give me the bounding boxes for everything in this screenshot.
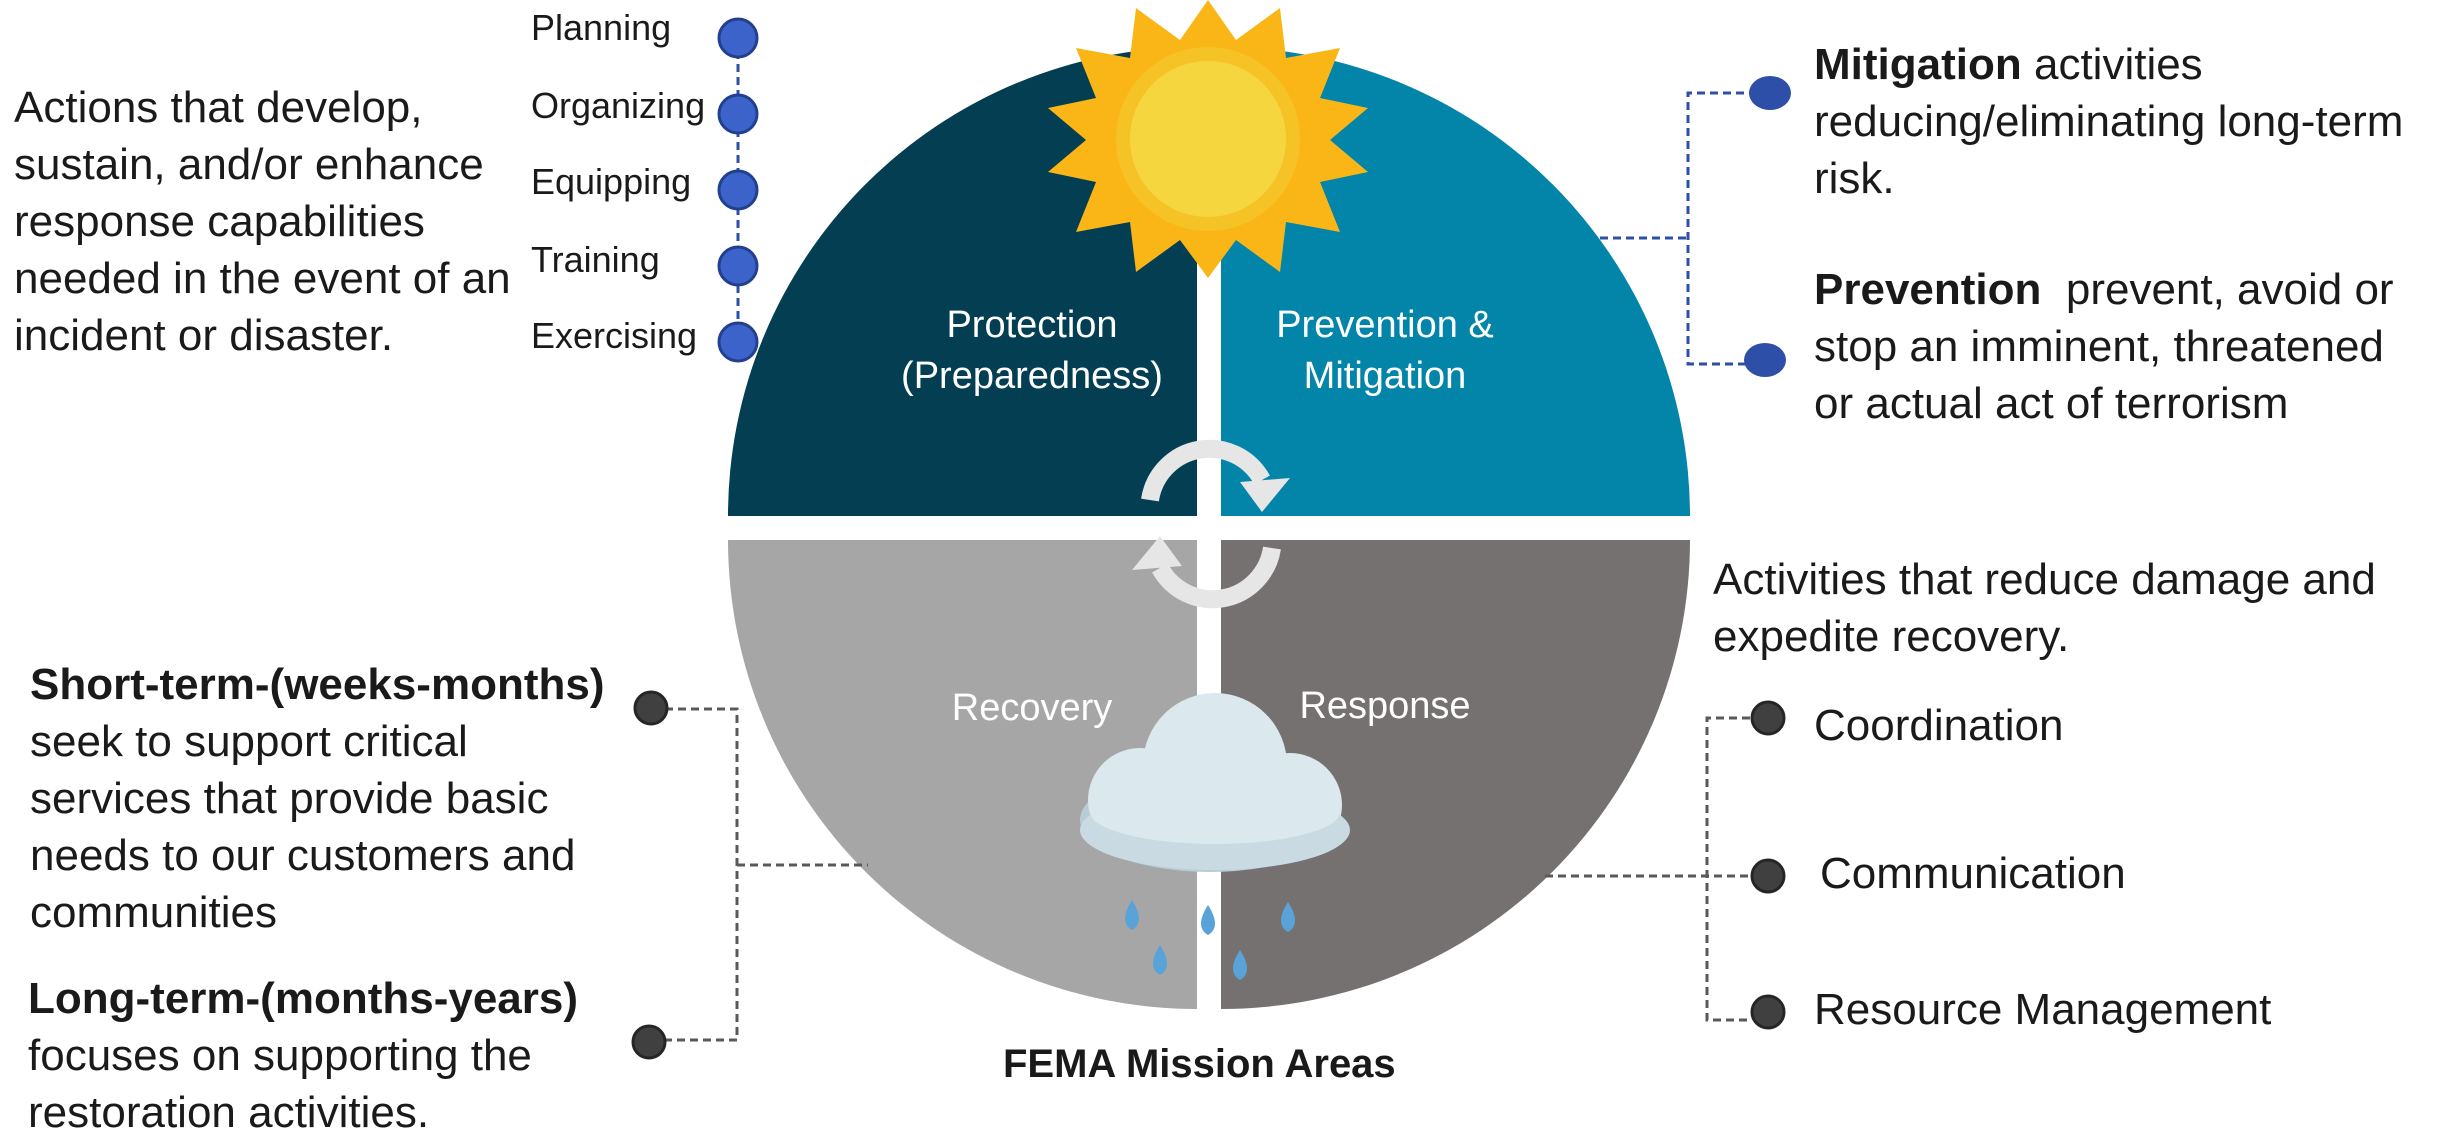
response-dot	[1750, 994, 1786, 1030]
protection-label-line2: (Preparedness)	[901, 355, 1163, 397]
sun-icon	[1048, 0, 1368, 278]
preparedness-line: needed in the event of an	[14, 254, 511, 303]
step-exercising: Exercising	[531, 315, 698, 356]
response-line: expedite recovery.	[1713, 612, 2070, 661]
prevention-label-line1: Prevention &	[1276, 304, 1494, 346]
recovery-quadrant	[728, 540, 1197, 1009]
preparedness-line: incident or disaster.	[14, 311, 394, 360]
recovery-dot	[631, 1024, 667, 1060]
response-item-resource-management: Resource Management	[1814, 985, 2272, 1034]
short-term-line: communities	[30, 888, 277, 937]
recovery-bracket	[665, 707, 868, 1042]
diagram-title: FEMA Mission Areas	[1003, 1042, 1396, 1086]
recovery-dot	[633, 690, 669, 726]
response-line: Activities that reduce damage and	[1713, 555, 2376, 604]
prevention-dot	[1744, 343, 1786, 377]
prevention-bracket	[1600, 91, 1757, 366]
long-term-line: focuses on supporting the	[28, 1031, 532, 1080]
short-term-line: services that provide basic	[30, 774, 549, 823]
short-term-heading: Short-term-(weeks-months)	[30, 660, 605, 709]
mitigation-line: risk.	[1814, 154, 1895, 203]
recovery-label: Recovery	[952, 687, 1113, 729]
short-term-line: needs to our customers and	[30, 831, 576, 880]
long-term-line: restoration activities.	[28, 1088, 430, 1137]
prevention-text: prevent, avoid or	[2065, 265, 2394, 314]
preparedness-line: response capabilities	[14, 197, 425, 246]
preparedness-line: Actions that develop,	[14, 83, 423, 132]
response-dot	[1750, 858, 1786, 894]
step-planning: Planning	[531, 7, 672, 48]
cycle-arrow-icon	[1141, 439, 1281, 609]
step-dot	[717, 321, 759, 363]
preparedness-description: Actions that develop, sustain, and/or en…	[14, 79, 511, 364]
response-bracket	[1545, 716, 1770, 1022]
long-term-recovery: Long-term-(months-years) focuses on supp…	[28, 970, 578, 1141]
prevention-line: stop an imminent, threatened	[1814, 322, 2384, 371]
response-quadrant	[1221, 540, 1690, 1009]
protection-label-line1: Protection	[946, 304, 1117, 346]
prevention-term: Prevention	[1814, 265, 2042, 314]
arrow-head-icon	[1132, 536, 1182, 570]
step-dot	[717, 17, 759, 59]
mitigation-text: activities	[2033, 40, 2203, 89]
response-item-communication: Communication	[1820, 849, 2126, 898]
long-term-heading: Long-term-(months-years)	[28, 974, 579, 1023]
arrow-head-icon	[1240, 478, 1290, 512]
response-item-coordination: Coordination	[1814, 701, 2064, 750]
step-equipping: Equipping	[531, 161, 692, 202]
step-organizing: Organizing	[531, 85, 706, 126]
rain-cloud-icon	[1080, 693, 1350, 980]
response-dot	[1750, 700, 1786, 736]
mitigation-dot	[1749, 76, 1791, 110]
prevention-description: Prevention prevent, avoid or stop an imm…	[1814, 261, 2394, 432]
mitigation-description: Mitigation activities reducing/eliminati…	[1814, 36, 2403, 207]
step-dot	[717, 93, 759, 135]
preparedness-line: sustain, and/or enhance	[14, 140, 484, 189]
mitigation-line: reducing/eliminating long-term	[1814, 97, 2404, 146]
step-dot	[717, 245, 759, 287]
short-term-recovery: Short-term-(weeks-months) seek to suppor…	[30, 656, 605, 941]
prevention-line: or actual act of terrorism	[1814, 379, 2289, 428]
response-label: Response	[1299, 685, 1470, 727]
short-term-line: seek to support critical	[30, 717, 468, 766]
step-dot	[717, 169, 759, 211]
response-description: Activities that reduce damage and expedi…	[1713, 551, 2376, 665]
mitigation-term: Mitigation	[1814, 40, 2022, 89]
prevention-label-line2: Mitigation	[1304, 355, 1467, 397]
step-training: Training	[531, 239, 660, 280]
